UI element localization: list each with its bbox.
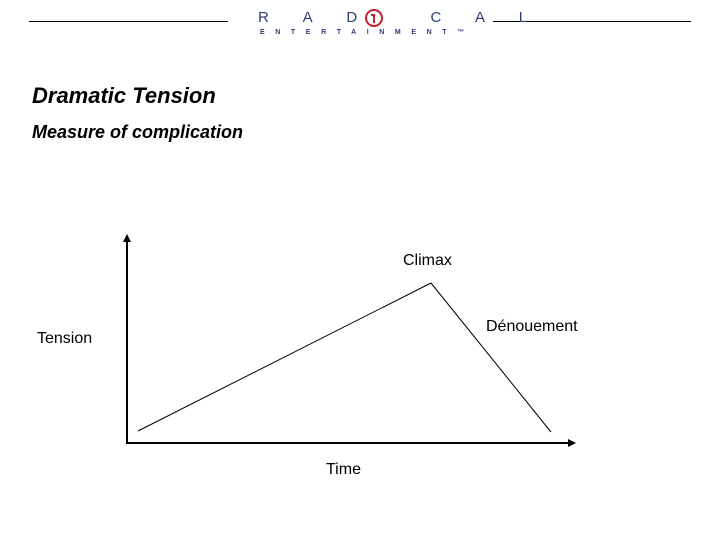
- falling-action-line: [430, 282, 552, 433]
- header-rule-left: [29, 21, 228, 22]
- rising-action-line: [137, 282, 432, 432]
- header-rule-right: [493, 21, 691, 22]
- logo-wordmark: R A D C A L: [258, 9, 543, 26]
- denouement-label: Dénouement: [486, 318, 578, 335]
- y-axis-label: Tension: [37, 330, 93, 347]
- logo-subtitle: ENTERTAINMENT™: [260, 29, 475, 36]
- slide-title: Dramatic Tension: [32, 83, 216, 108]
- radical-entertainment-logo: R A D C A L ENTERTAINMENT™: [258, 9, 527, 42]
- slide-subtitle: Measure of complication: [32, 122, 244, 142]
- logo-i-circle-mark: [365, 9, 383, 27]
- climax-label: Climax: [403, 252, 452, 269]
- x-axis-label: Time: [326, 461, 361, 478]
